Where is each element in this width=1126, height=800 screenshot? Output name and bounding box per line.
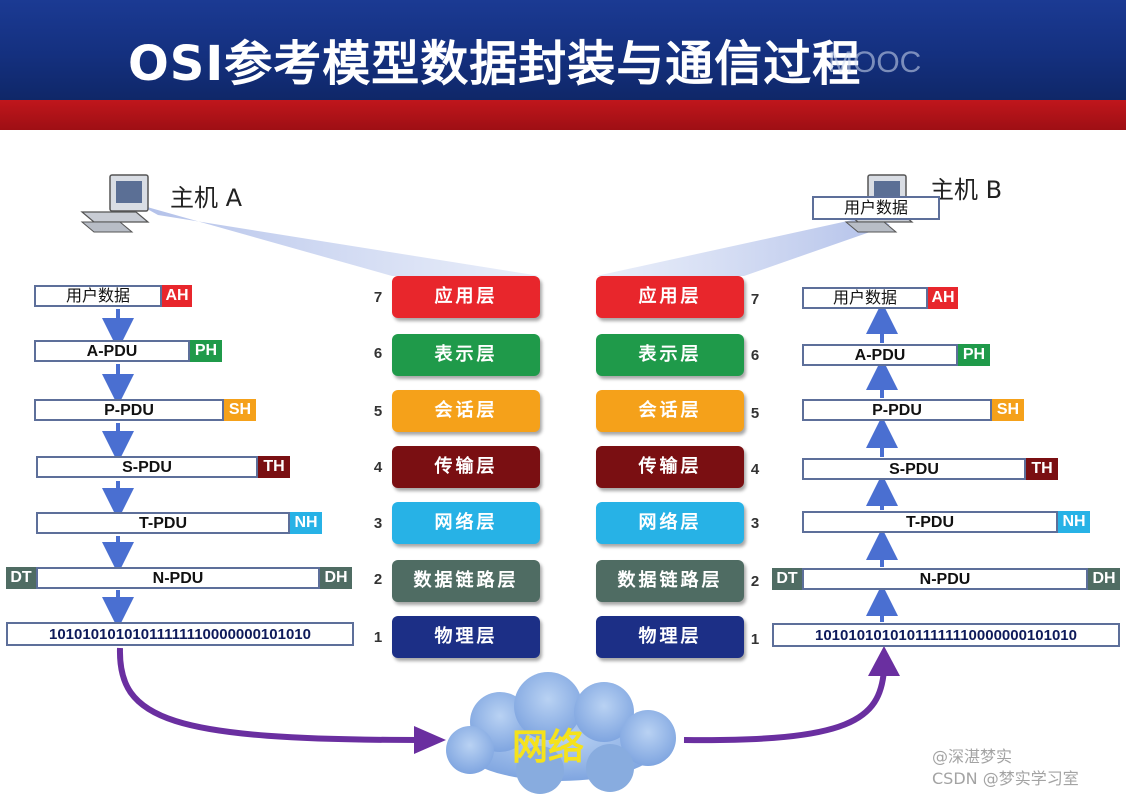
beam-host-a bbox=[140, 205, 540, 276]
sender-nh-header: NH bbox=[290, 512, 322, 534]
sender-sh-header: SH bbox=[224, 399, 256, 421]
layer-left-physical: 物理层 bbox=[392, 616, 540, 658]
layer-right-network: 网络层 bbox=[596, 502, 744, 544]
sender-bitstream: 10101010101011111110000000101010 bbox=[6, 622, 354, 646]
network-label: 网络 bbox=[512, 727, 585, 768]
layer-num-right-4: 4 bbox=[750, 461, 760, 478]
watermark-top: MOOC bbox=[828, 46, 922, 79]
receiver-a-pdu: A-PDU bbox=[802, 344, 958, 366]
receiver-t-pdu: T-PDU bbox=[802, 511, 1058, 533]
computer-icon-host-a bbox=[80, 174, 150, 233]
layer-num-left-4: 4 bbox=[373, 459, 383, 476]
receiver-bitstream: 10101010101011111110000000101010 bbox=[772, 623, 1120, 647]
sender-ah-header: AH bbox=[162, 285, 192, 307]
receiver-user-data: 用户数据 bbox=[802, 287, 928, 309]
receiver-dt-trailer: DT bbox=[772, 568, 802, 590]
layer-num-left-7: 7 bbox=[373, 289, 383, 306]
host-b-label: 主机 B bbox=[930, 176, 1003, 204]
layer-left-transport: 传输层 bbox=[392, 446, 540, 488]
layer-num-right-7: 7 bbox=[750, 291, 760, 308]
layer-num-left-5: 5 bbox=[373, 403, 383, 420]
receiver-n-pdu: N-PDU bbox=[802, 568, 1088, 590]
layer-num-right-3: 3 bbox=[750, 515, 760, 532]
sender-dh-header: DH bbox=[320, 567, 352, 589]
layer-left-datalink: 数据链路层 bbox=[392, 560, 540, 602]
network-cloud-icon bbox=[446, 672, 676, 794]
layer-num-left-6: 6 bbox=[373, 345, 383, 362]
sender-s-pdu: S-PDU bbox=[36, 456, 258, 478]
layer-right-session: 会话层 bbox=[596, 390, 744, 432]
layer-right-application: 应用层 bbox=[596, 276, 744, 318]
watermark-bottom: @深湛梦实 CSDN @梦实学习室 bbox=[932, 746, 1079, 790]
layer-num-left-1: 1 bbox=[373, 629, 383, 646]
receiver-ah-header: AH bbox=[928, 287, 958, 309]
sender-p-pdu: P-PDU bbox=[34, 399, 224, 421]
title-banner bbox=[0, 0, 1126, 100]
title-underline-bar bbox=[0, 100, 1126, 130]
transmission-path bbox=[116, 646, 900, 754]
layer-left-network: 网络层 bbox=[392, 502, 540, 544]
sender-th-header: TH bbox=[258, 456, 290, 478]
receiver-nh-header: NH bbox=[1058, 511, 1090, 533]
layer-right-transport: 传输层 bbox=[596, 446, 744, 488]
receiver-sh-header: SH bbox=[992, 399, 1024, 421]
watermark-line-1: @深湛梦实 bbox=[932, 747, 1013, 766]
host-b-user-data-box: 用户数据 bbox=[812, 196, 940, 220]
sender-a-pdu: A-PDU bbox=[34, 340, 190, 362]
receiver-p-pdu: P-PDU bbox=[802, 399, 992, 421]
layer-num-right-2: 2 bbox=[750, 573, 760, 590]
sender-n-pdu: N-PDU bbox=[36, 567, 320, 589]
layer-left-application: 应用层 bbox=[392, 276, 540, 318]
receiver-ph-header: PH bbox=[958, 344, 990, 366]
watermark-line-2: CSDN @梦实学习室 bbox=[932, 769, 1079, 788]
layer-num-right-6: 6 bbox=[750, 347, 760, 364]
layer-num-right-5: 5 bbox=[750, 405, 760, 422]
layer-left-presentation: 表示层 bbox=[392, 334, 540, 376]
layer-right-presentation: 表示层 bbox=[596, 334, 744, 376]
receiver-th-header: TH bbox=[1026, 458, 1058, 480]
sender-user-data: 用户数据 bbox=[34, 285, 162, 307]
receiver-dh-header: DH bbox=[1088, 568, 1120, 590]
sender-dt-trailer: DT bbox=[6, 567, 36, 589]
sender-ph-header: PH bbox=[190, 340, 222, 362]
layer-left-session: 会话层 bbox=[392, 390, 540, 432]
host-a-label: 主机 A bbox=[170, 184, 243, 212]
receiver-s-pdu: S-PDU bbox=[802, 458, 1026, 480]
sender-t-pdu: T-PDU bbox=[36, 512, 290, 534]
layer-num-left-2: 2 bbox=[373, 571, 383, 588]
layer-right-physical: 物理层 bbox=[596, 616, 744, 658]
page-title: OSI参考模型数据封装与通信过程 bbox=[128, 36, 862, 92]
layer-num-right-1: 1 bbox=[750, 631, 760, 648]
layer-right-datalink: 数据链路层 bbox=[596, 560, 744, 602]
beam-host-b bbox=[596, 215, 890, 276]
layer-num-left-3: 3 bbox=[373, 515, 383, 532]
